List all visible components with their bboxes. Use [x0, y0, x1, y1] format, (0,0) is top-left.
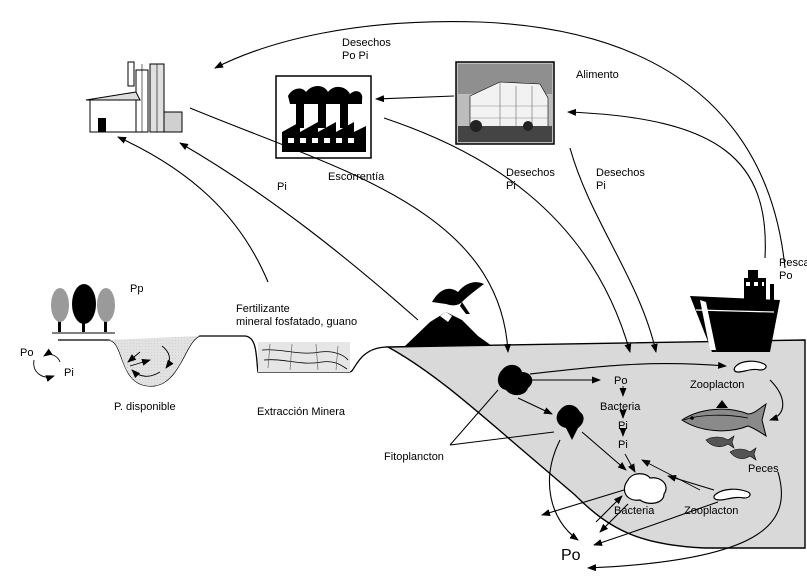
label-desechos-pi-b-line1: Desechos: [596, 167, 645, 179]
mine-texture-2: [263, 359, 348, 370]
soil-arrow-4: [131, 369, 161, 379]
soil-pocket: [108, 336, 200, 387]
arrow-pi-to-bacteria-blob: [624, 453, 636, 473]
arrow-zoo-to-pi: [641, 459, 701, 491]
label-pi-upper: Pi: [277, 181, 287, 193]
soil-arrow-1: [127, 351, 141, 363]
fitoplancton-pointer-2: [449, 431, 555, 446]
label-p-disponible: P. disponible: [114, 401, 176, 413]
label-pi-left: Pi: [64, 367, 74, 379]
arrow-zoo-to-fish: [769, 379, 784, 421]
arrow-building-to-factory: [375, 95, 455, 103]
small-fish-icon: [705, 435, 757, 461]
fishing-ship-icon: [690, 270, 780, 352]
label-bacteria-chain: Bacteria: [600, 401, 641, 413]
phytoplankton-blob-1: [497, 364, 533, 396]
fitoplancton-pointer-1: [449, 389, 499, 446]
arrow-phyto-down-curve: [548, 439, 579, 541]
label-po-bottom: Po: [561, 547, 581, 564]
soil-arrow-3: [161, 345, 174, 369]
zooplankton-bottom-shape: [713, 488, 751, 501]
label-pesca-line1: Pesca: [779, 257, 807, 269]
grain-silo-icon: [85, 61, 183, 133]
label-peces: Peces: [748, 463, 779, 475]
label-fertilizante-line1: Fertilizante: [236, 303, 290, 315]
label-desechos-pi-a-line2: Pi: [506, 180, 516, 192]
label-fertilizante-line2: mineral fosfatado, guano: [236, 316, 357, 328]
arrow-bacteria-to-po: [599, 503, 629, 533]
label-pi-chain-1: Pi: [618, 420, 628, 432]
label-zooplacton-top: Zooplacton: [690, 379, 744, 391]
mine-texture-3: [267, 343, 339, 371]
guano-island-icon: [405, 312, 492, 346]
label-escorrentia: Escorrentía: [328, 171, 385, 183]
arrow-factory-to-ocean: [383, 117, 632, 353]
label-desechos-po-pi-line2: Po Pi: [342, 50, 368, 62]
label-extraccion-minera: Extracción Minera: [257, 406, 346, 418]
label-pi-chain-2: Pi: [618, 439, 628, 451]
po-pi-arrow-1: [33, 359, 55, 382]
arrow-mine-to-silo: [117, 136, 269, 283]
arrow-guano-to-silo: [179, 142, 419, 321]
label-zooplacton-bottom: Zooplacton: [684, 505, 738, 517]
arrow-building-to-ocean: [569, 147, 658, 353]
factory-icon: [275, 75, 372, 159]
arrow-zoo-to-bacteria: [667, 474, 715, 491]
arrow-phyto2-to-bacteria: [581, 431, 627, 471]
label-pesca-line2: Po: [779, 270, 792, 282]
tuna-fish-icon: [681, 400, 767, 438]
arrow-po-to-bacteria-up: [595, 495, 623, 523]
trees-icon: [51, 284, 115, 334]
label-po-left: Po: [20, 347, 33, 359]
label-desechos-pi-a-line1: Desechos: [506, 167, 555, 179]
phytoplankton-blob-2: [556, 404, 584, 440]
po-pi-arrow-2: [43, 348, 61, 363]
arrow-bacteria-down-left: [541, 489, 625, 517]
arrow-silo-to-ocean: [189, 107, 512, 353]
label-bacteria-bottom: Bacteria: [614, 505, 655, 517]
mine-texture-1: [261, 349, 349, 361]
arrow-phyto-to-zoo: [529, 361, 727, 375]
arrow-phyto1-to-phyto2: [517, 397, 553, 415]
arrow-ship-to-building: [567, 108, 766, 259]
label-alimento: Alimento: [576, 69, 619, 81]
zooplankton-top-shape: [733, 360, 767, 373]
label-pp: Pp: [130, 283, 143, 295]
arrow-fish-down: [587, 471, 782, 572]
label-po-chain: Po: [614, 375, 627, 387]
mine-pit: [258, 342, 350, 372]
city-building-icon: [455, 61, 555, 145]
arrow-zoo-to-po: [593, 501, 719, 546]
soil-arrow-2: [129, 358, 151, 367]
label-desechos-po-pi-line1: Desechos: [342, 37, 391, 49]
arrow-ship-to-silo: [214, 21, 786, 269]
label-desechos-pi-b-line2: Pi: [596, 180, 606, 192]
label-fitoplancton: Fitoplancton: [384, 451, 444, 463]
bacteria-blob: [623, 473, 667, 504]
bird-icon: [432, 282, 484, 314]
